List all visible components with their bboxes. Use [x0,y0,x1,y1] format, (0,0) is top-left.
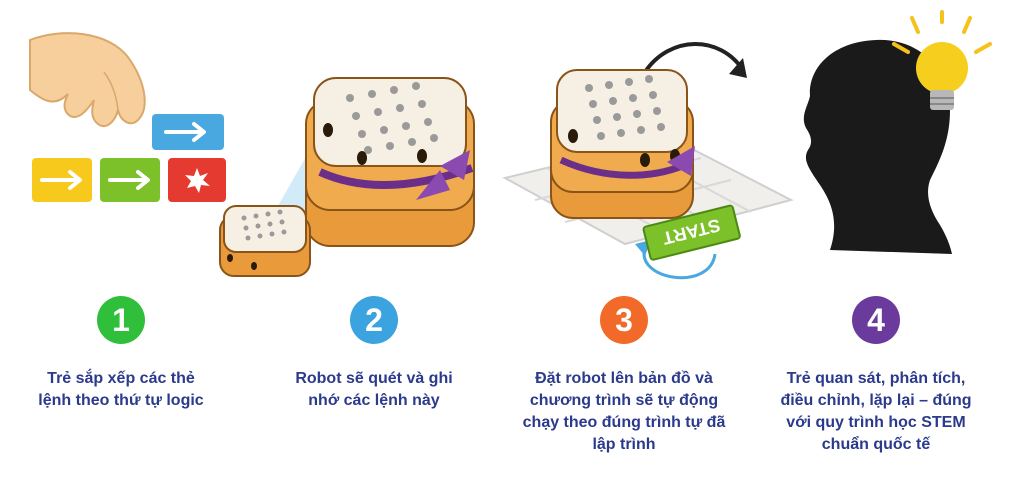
step-2-badge: 2 [350,296,398,344]
step-1-badge: 1 [97,296,145,344]
step-4-caption: Trẻ quan sát, phân tích, điều chỉnh, lặp… [780,370,972,453]
step-1-caption: Trẻ sắp xếp các thẻ lệnh theo thứ tự log… [38,370,204,409]
child-head-icon [803,39,952,255]
lightbulb-icon [892,10,992,110]
arrow-card-icon [32,158,92,202]
step-4-badge: 4 [852,296,900,344]
step-3-caption: Đặt robot lên bản đồ và chương trình sẽ … [522,370,726,453]
curved-arrow-head [729,58,747,78]
curved-arrow-icon [643,42,745,74]
illustration-robot-map: START [502,42,794,280]
step-3-badge: 3 [600,296,648,344]
illustration-robot-scan [219,77,475,277]
robot-icon [305,77,475,247]
arrow-card-icon [100,158,160,202]
start-card: START [642,204,741,261]
loop-arrow-icon [642,247,717,280]
robot-icon [550,69,695,219]
illustration-command-cards [29,32,226,202]
hand-icon [29,32,146,128]
arrow-card-icon [152,114,224,150]
command-card-small [219,205,311,277]
illustration-child-idea [803,10,992,255]
step-2-caption: Robot sẽ quét và ghi nhớ các lệnh này [295,370,453,409]
star-card-icon [168,158,226,202]
